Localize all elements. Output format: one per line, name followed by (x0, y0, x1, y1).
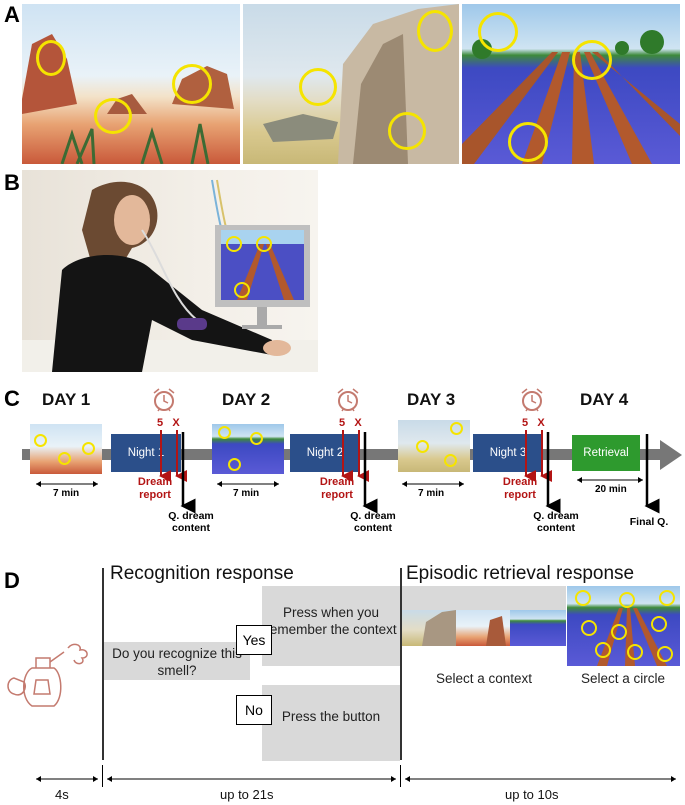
no-option[interactable]: No (236, 695, 272, 725)
lavender-painting (462, 4, 680, 164)
highlight-circle (508, 122, 548, 162)
highlight-circle (250, 432, 263, 445)
panel-label-c: C (4, 386, 20, 411)
duration-label: 7 min (418, 488, 445, 499)
press-button-text: Press the button (281, 709, 381, 724)
highlight-circle (58, 452, 71, 465)
alarm-clock-icon (153, 388, 175, 412)
timing-tick (400, 765, 401, 787)
select-circle-label: Select a circle (580, 671, 666, 686)
selectable-circle[interactable] (581, 620, 597, 636)
lavender-thumbnail (212, 424, 284, 474)
episodic-heading: Episodic retrieval response (406, 563, 635, 584)
q-dream-content-label: Q. dream content (533, 510, 579, 534)
highlight-circle (450, 422, 463, 435)
selectable-circle[interactable] (619, 592, 635, 608)
highlight-circle (444, 454, 457, 467)
recognize-question: Do you recognize this smell? (112, 646, 242, 678)
separator-line (102, 568, 104, 760)
desert-thumbnail (30, 424, 102, 474)
alarm-clock-icon (337, 388, 359, 412)
q-dream-content-label: Q. dream content (350, 510, 396, 534)
day-3-label: DAY 3 (407, 390, 456, 409)
circle-selection-image[interactable] (567, 586, 680, 666)
dream-report-label: Dream report (319, 476, 355, 501)
highlight-circle (228, 458, 241, 471)
day-2-label: DAY 2 (222, 390, 271, 409)
selectable-circle[interactable] (595, 642, 611, 658)
participant-photo (22, 170, 318, 372)
awakening-5-label: 5 (521, 417, 529, 429)
odor-diffuser-icon (7, 643, 88, 707)
duration-label: 7 min (53, 488, 80, 499)
context-choice-cliff[interactable] (402, 610, 456, 646)
press-remember-panel (262, 586, 400, 666)
selectable-circle[interactable] (611, 624, 627, 640)
q-dream-content-label: Q. dream content (168, 510, 214, 534)
time-episodic-label: up to 10s (505, 787, 559, 802)
highlight-circle (36, 40, 66, 76)
highlight-circle (416, 440, 429, 453)
day-1-label: DAY 1 (42, 390, 91, 409)
recognition-heading: Recognition response (110, 563, 294, 584)
selectable-circle[interactable] (657, 646, 673, 662)
context-choice-desert[interactable] (456, 610, 510, 646)
awakening-5-label: 5 (338, 417, 346, 429)
time-recognition-label: up to 21s (220, 787, 274, 802)
timeline-markers (36, 430, 660, 514)
highlight-circle (417, 10, 453, 52)
press-remember-text: Press when you remember the context (265, 605, 397, 637)
selectable-circle[interactable] (575, 590, 591, 606)
highlight-circle (172, 64, 212, 104)
duration-label: 20 min (595, 484, 627, 495)
highlight-circle (218, 426, 231, 439)
night-2-box: Night 2 (290, 434, 360, 472)
highlight-circle (572, 40, 612, 80)
highlight-circle (299, 68, 337, 106)
day-4-label: DAY 4 (580, 390, 629, 409)
highlight-circle (478, 12, 518, 52)
panel-label-d: D (4, 568, 20, 593)
context-choice-lavender[interactable] (510, 610, 566, 646)
yes-option[interactable]: Yes (236, 625, 272, 655)
awakening-x-label: X (354, 417, 362, 429)
awakening-5-label: 5 (156, 417, 164, 429)
cliff-thumbnail (398, 420, 470, 472)
panel-label-b: B (4, 170, 20, 195)
timing-tick (102, 765, 103, 787)
duration-label: 7 min (233, 488, 260, 499)
selectable-circle[interactable] (651, 616, 667, 632)
alarm-clock-icon (521, 388, 543, 412)
highlight-circle (388, 112, 426, 150)
highlight-circle (34, 434, 47, 447)
night-3-box: Night 3 (473, 434, 543, 472)
separator-line (400, 568, 402, 760)
question-panel (104, 642, 250, 680)
timeline-arrowhead (660, 440, 682, 470)
night-1-box: Night 1 (111, 434, 181, 472)
desert-painting (22, 4, 240, 164)
highlight-circle (94, 98, 132, 134)
dream-report-label: Dream report (137, 476, 173, 501)
panel-label-a: A (4, 2, 20, 27)
press-button-panel (262, 685, 400, 761)
select-context-label: Select a context (435, 671, 533, 686)
final-q-label: Final Q. (629, 516, 669, 528)
retrieval-box: Retrieval (572, 435, 640, 471)
highlight-circle (82, 442, 95, 455)
selectable-circle[interactable] (659, 590, 675, 606)
selectable-circle[interactable] (627, 644, 643, 660)
awakening-x-label: X (172, 417, 180, 429)
dream-report-label: Dream report (502, 476, 538, 501)
time-odor-label: 4s (55, 787, 69, 802)
timing-arrows (36, 776, 676, 782)
cliff-painting (243, 4, 459, 164)
awakening-x-label: X (537, 417, 545, 429)
